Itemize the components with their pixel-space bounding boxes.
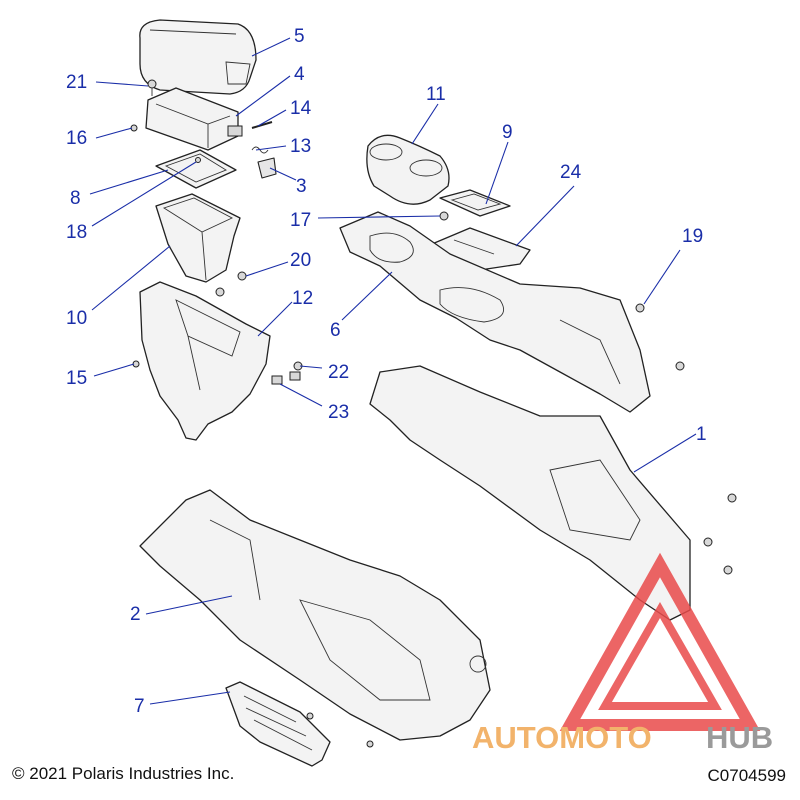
callout-4: 4 — [294, 64, 305, 85]
figure-code: C0704599 — [707, 766, 786, 785]
part-right-side-panel — [369, 365, 691, 621]
callout-2: 2 — [130, 604, 141, 625]
leader-lines — [89, 37, 697, 705]
part-cup-holder — [366, 134, 450, 205]
callout-7: 7 — [134, 696, 145, 717]
part-screw-20 — [215, 271, 247, 297]
part-clips-22-23 — [271, 361, 303, 385]
callout-8: 8 — [70, 188, 81, 209]
callout-22: 22 — [328, 362, 349, 383]
callout-18: 18 — [66, 222, 87, 243]
callout-5: 5 — [294, 26, 305, 47]
part-upper-console — [339, 211, 651, 413]
callout-14: 14 — [290, 98, 312, 119]
part-storage-bin — [155, 193, 241, 283]
callout-6: 6 — [330, 320, 341, 341]
part-trim-plate-9 — [439, 189, 511, 217]
watermark-text: AUTOMOTO HUB — [472, 720, 773, 755]
watermark-word-hub: HUB — [706, 720, 773, 755]
callout-16: 16 — [66, 128, 87, 149]
part-screw-19 — [635, 303, 645, 313]
part-latch-frame — [145, 87, 243, 151]
callout-19: 19 — [682, 226, 703, 247]
part-latch-3 — [257, 157, 277, 179]
callout-24: 24 — [560, 162, 582, 183]
part-mesh-grille — [225, 681, 331, 767]
part-left-side-panel — [139, 489, 491, 741]
part-front-bezel — [139, 281, 271, 441]
part-18 — [195, 157, 201, 163]
callout-9: 9 — [502, 122, 513, 143]
callout-17: 17 — [290, 210, 311, 231]
copyright-notice: © 2021 Polaris Industries Inc. — [12, 764, 235, 783]
part-screw-21 — [147, 79, 157, 96]
callout-15: 15 — [66, 368, 87, 389]
part-armrest-lid — [139, 19, 257, 95]
watermark-word-automoto: AUTOMOTO — [472, 720, 652, 755]
callout-11: 11 — [426, 84, 446, 105]
fasteners-right — [306, 361, 737, 748]
callout-20: 20 — [290, 250, 311, 271]
part-pin-14 — [251, 121, 273, 129]
callout-12: 12 — [292, 288, 313, 309]
callout-23: 23 — [328, 402, 349, 423]
callout-labels: 5 21 4 14 16 13 3 8 18 10 11 9 24 17 19 … — [66, 26, 707, 717]
callout-10: 10 — [66, 308, 87, 329]
part-screw-17 — [439, 211, 449, 221]
callout-21: 21 — [66, 72, 87, 93]
callout-13: 13 — [290, 136, 311, 157]
watermark-logo — [559, 552, 761, 731]
callout-3: 3 — [296, 176, 307, 197]
callout-1: 1 — [696, 424, 707, 445]
part-seal-8 — [155, 149, 237, 189]
